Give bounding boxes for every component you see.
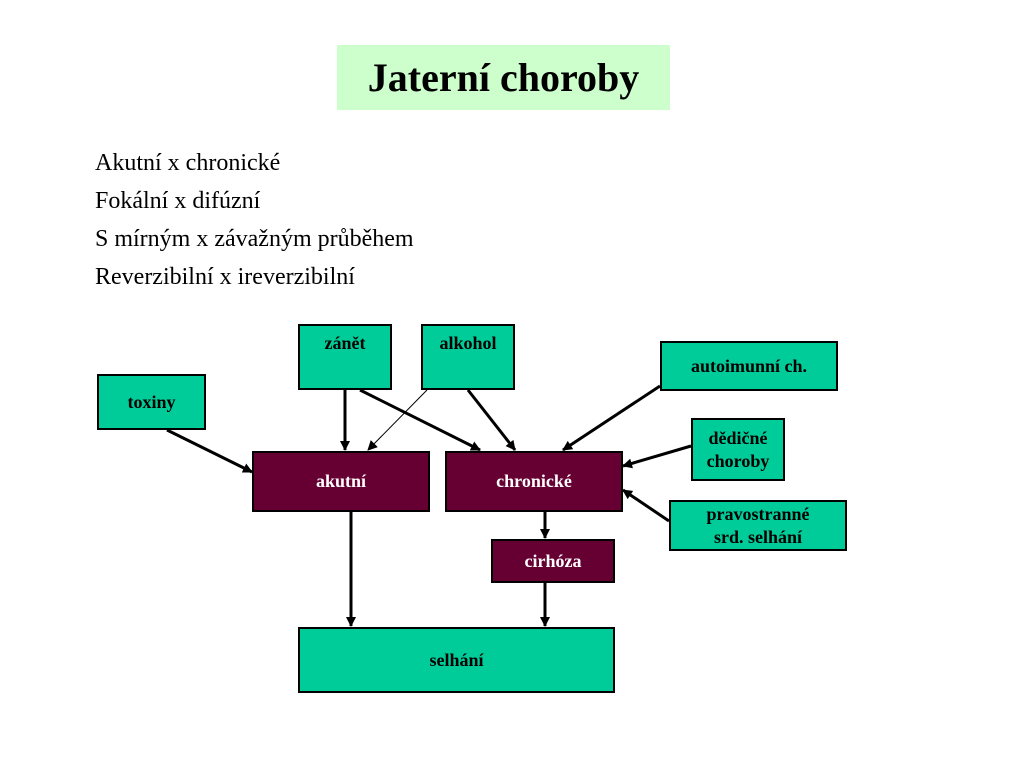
node-autoimunni: autoimunní ch. (660, 341, 838, 391)
node-selhani: selhání (298, 627, 615, 693)
node-chronicke: chronické (445, 451, 623, 512)
node-zanet: zánět (298, 324, 392, 390)
bullet-list: Akutní x chronické Fokální x difúzní S m… (95, 144, 414, 296)
arrow-toxiny-akutni (166, 428, 253, 474)
slide-title: Jaterní choroby (337, 45, 670, 110)
bullet-acute-chronic: Akutní x chronické (95, 150, 281, 176)
bullet-reversible: Reverzibilní x ireverzibilní (95, 264, 355, 290)
node-pravostranne: pravostranné srd. selhání (669, 500, 847, 551)
arrow-pravostranne-chronicke (622, 488, 670, 523)
node-akutni: akutní (252, 451, 430, 512)
arrow-alkohol-akutni (367, 389, 428, 451)
node-toxiny: toxiny (97, 374, 206, 430)
bullet-focal-diffuse: Fokální x difúzní (95, 188, 261, 214)
arrow-autoimunni-chronicke (562, 384, 661, 452)
node-alkohol: alkohol (421, 324, 515, 390)
node-cirhoza: cirhóza (491, 539, 615, 583)
bullet-mild-severe: S mírným x závažným průběhem (95, 226, 414, 252)
arrow-alkohol-chronicke (466, 389, 517, 451)
node-dedicne: dědičné choroby (691, 418, 785, 481)
arrow-zanet-chronicke (359, 388, 481, 452)
arrow-dedicne-chronicke (622, 444, 692, 469)
